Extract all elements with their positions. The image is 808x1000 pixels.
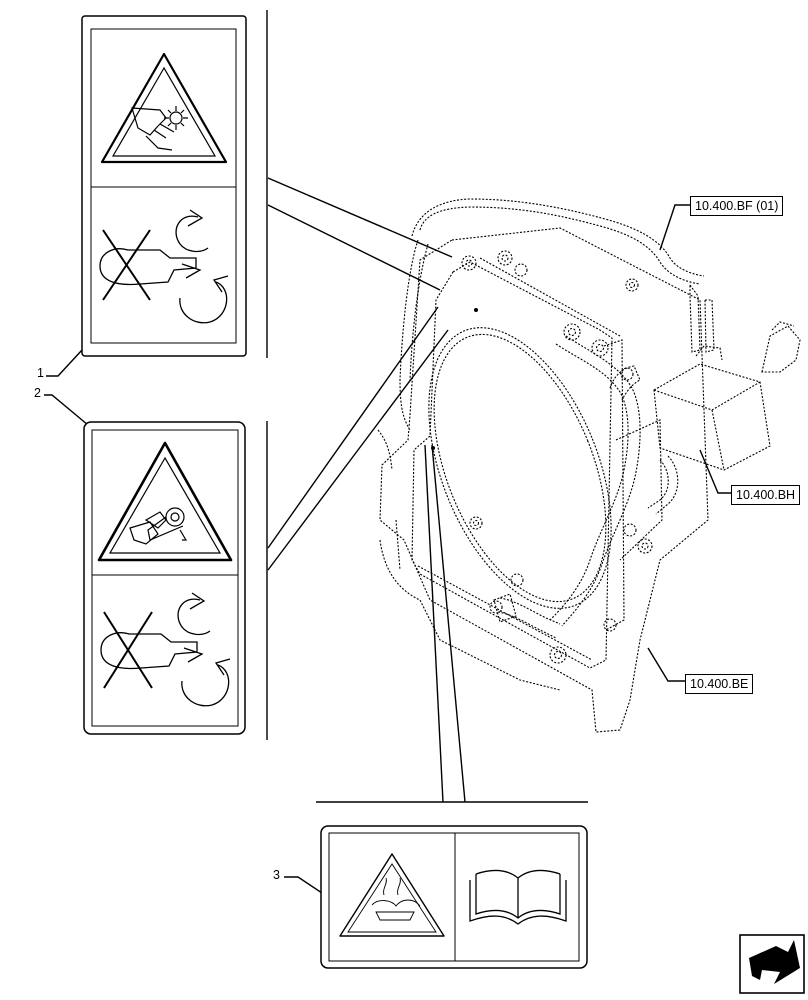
no-hand-rotating-parts-icon	[100, 592, 231, 707]
leader-lines	[44, 10, 731, 894]
ref-label-10-400-bh[interactable]: 10.400.BH	[731, 485, 801, 505]
decal-1	[81, 15, 247, 357]
read-manual-icon	[469, 869, 567, 925]
decal-3	[320, 825, 588, 969]
ref-label-10-400-bf[interactable]: 10.400.BF (01)	[690, 196, 784, 216]
ref-label-10-400-be[interactable]: 10.400.BE	[685, 674, 754, 694]
radiator-assembly	[377, 198, 801, 733]
belt-entanglement-hazard-icon	[97, 441, 233, 562]
next-page-arrow-icon[interactable]	[739, 934, 805, 994]
rotating-fan-hand-hazard-icon	[100, 52, 228, 164]
decal-2	[83, 421, 246, 735]
item-number-3: 3	[273, 868, 280, 882]
hot-coolant-warning-icon	[339, 853, 445, 937]
item-number-1: 1	[37, 366, 44, 380]
no-hand-rotating-parts-icon	[99, 209, 229, 324]
item-number-2: 2	[34, 386, 41, 400]
